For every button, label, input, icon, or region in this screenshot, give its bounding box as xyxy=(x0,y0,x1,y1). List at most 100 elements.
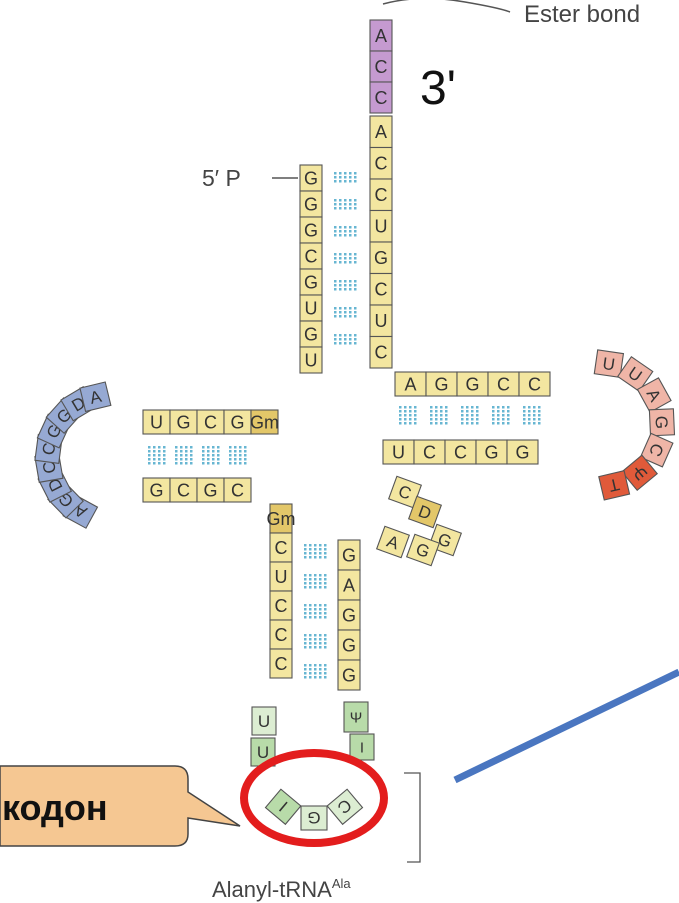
pair-dot xyxy=(349,257,352,260)
pair-dot xyxy=(175,450,178,453)
pair-dot xyxy=(344,203,347,206)
pair-dot xyxy=(440,418,443,421)
pair-dot xyxy=(324,608,327,611)
pair-dot xyxy=(334,253,337,256)
pair-dot xyxy=(466,418,469,421)
acceptor-left-nt-1: G xyxy=(300,191,322,217)
pair-dot xyxy=(319,642,322,645)
pair-dot xyxy=(304,612,307,615)
pair-dot xyxy=(349,334,352,337)
svg-text:C: C xyxy=(454,442,467,462)
pair-dot xyxy=(304,668,307,671)
pair-dot xyxy=(334,334,337,337)
pair-dot xyxy=(309,548,312,551)
pair-dot xyxy=(319,574,322,577)
pair-dot xyxy=(430,422,433,425)
svg-text:G: G xyxy=(304,220,318,240)
pair-dot xyxy=(414,422,417,425)
pair-dot xyxy=(334,257,337,260)
pair-dot xyxy=(354,172,357,175)
pair-dot xyxy=(339,234,342,237)
anticodon-left-nt-1: C xyxy=(270,533,292,562)
pair-dot xyxy=(319,544,322,547)
pair-dot xyxy=(309,544,312,547)
svg-text:Ψ: Ψ xyxy=(350,709,363,726)
pair-dot xyxy=(476,418,479,421)
pair-dot xyxy=(445,414,448,417)
pair-dot xyxy=(163,450,166,453)
pair-dot xyxy=(334,288,337,291)
pair-dot xyxy=(344,230,347,233)
pair-dot xyxy=(190,462,193,465)
pair-dot xyxy=(304,544,307,547)
svg-text:C: C xyxy=(275,596,288,616)
pair-dot xyxy=(234,446,237,449)
pair-dot xyxy=(334,338,337,341)
pair-dot xyxy=(528,422,531,425)
pair-dot xyxy=(309,556,312,559)
svg-text:G: G xyxy=(304,194,318,214)
pair-dot xyxy=(319,552,322,555)
pair-dot xyxy=(239,458,242,461)
pair-dot xyxy=(319,672,322,675)
pair-dot xyxy=(309,672,312,675)
trna-caption-main: Alanyl-tRNA xyxy=(212,877,332,902)
acceptor-left-nt-3: C xyxy=(300,243,322,269)
pair-dot xyxy=(404,418,407,421)
pair-dot xyxy=(180,458,183,461)
pair-dot xyxy=(229,446,232,449)
pair-dot xyxy=(349,315,352,318)
d-arm-top-nt-1: G xyxy=(170,410,197,434)
pair-dot xyxy=(304,616,307,619)
svg-text:A: A xyxy=(343,575,355,595)
trna-caption: Alanyl-tRNAAla xyxy=(212,876,351,902)
pair-dot xyxy=(344,280,347,283)
pair-dot xyxy=(354,315,357,318)
pair-dot xyxy=(175,454,178,457)
pair-dot xyxy=(229,462,232,465)
pair-dot xyxy=(349,226,352,229)
acceptor-left-nt-4: G xyxy=(300,269,322,295)
pair-dot xyxy=(324,556,327,559)
pair-dot xyxy=(507,414,510,417)
pair-dot xyxy=(175,458,178,461)
pair-dot xyxy=(229,458,232,461)
pair-dot xyxy=(244,450,247,453)
pair-dot xyxy=(404,406,407,409)
anticodon-triplet-nt-1: G xyxy=(301,806,327,830)
pair-dot xyxy=(244,458,247,461)
pair-dot xyxy=(334,315,337,318)
pair-dot xyxy=(180,462,183,465)
pair-dot xyxy=(497,422,500,425)
pair-dot xyxy=(158,454,161,457)
pair-dot xyxy=(309,616,312,619)
pair-dot xyxy=(334,261,337,264)
acceptor-left-nt-7: U xyxy=(300,347,322,373)
svg-text:Gm: Gm xyxy=(267,509,296,529)
d-arm-top-nt-3: G xyxy=(224,410,251,434)
d-arm-bottom-nt-3: C xyxy=(224,478,251,502)
pair-dot xyxy=(533,406,536,409)
anticodon-triplet-nt-0: I xyxy=(265,789,300,824)
svg-text:C: C xyxy=(275,654,288,674)
pair-dot xyxy=(354,176,357,179)
anticodon-right-nt-2: G xyxy=(338,600,360,630)
five-prime-label: 5′ P xyxy=(202,165,241,191)
svg-text:A: A xyxy=(375,26,387,46)
acceptor-right-nt-1: C xyxy=(370,148,392,180)
pair-dot xyxy=(339,172,342,175)
pair-dot xyxy=(435,410,438,413)
pair-dot xyxy=(309,578,312,581)
pair-dot xyxy=(334,307,337,310)
pair-dot xyxy=(319,556,322,559)
pair-dot xyxy=(339,311,342,314)
anticodon-triplet-nt-2: C xyxy=(327,789,362,824)
pair-dot xyxy=(354,342,357,345)
d-arm-top-nt-4: Gm xyxy=(250,410,279,434)
pair-dot xyxy=(304,646,307,649)
pair-dot xyxy=(430,406,433,409)
pair-dot xyxy=(304,604,307,607)
pair-dot xyxy=(239,454,242,457)
pair-dot xyxy=(190,446,193,449)
pair-dot xyxy=(304,672,307,675)
